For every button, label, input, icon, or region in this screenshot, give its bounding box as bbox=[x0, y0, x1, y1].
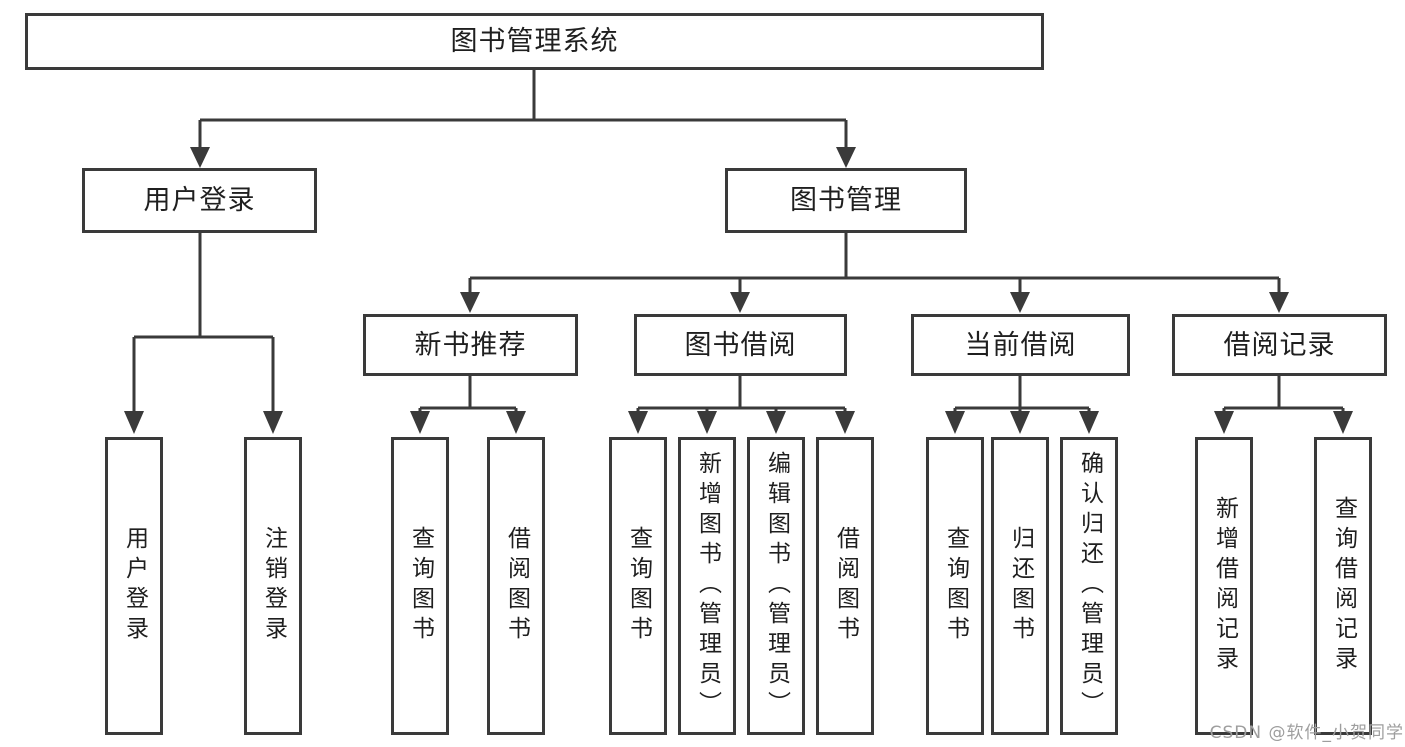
leaf-query-books-current: 查询图书 bbox=[926, 437, 984, 735]
node-label: 图书借阅 bbox=[684, 329, 797, 361]
leaf-edit-books-admin: 编辑图书（管理员） bbox=[747, 437, 805, 735]
leaf-query-borrow-record: 查询借阅记录 bbox=[1314, 437, 1372, 735]
node-library-management-system: 图书管理系统 bbox=[25, 13, 1044, 70]
leaf-label: 查询借阅记录 bbox=[1330, 496, 1357, 676]
node-label: 当前借阅 bbox=[964, 329, 1077, 361]
node-label: 图书管理 bbox=[790, 185, 902, 216]
node-user-login: 用户登录 bbox=[82, 168, 317, 233]
leaf-label: 借阅图书 bbox=[832, 526, 859, 646]
node-new-book-recommendation: 新书推荐 bbox=[363, 314, 578, 376]
node-book-management: 图书管理 bbox=[725, 168, 967, 233]
leaf-label: 编辑图书（管理员） bbox=[763, 451, 790, 721]
node-current-borrowing: 当前借阅 bbox=[911, 314, 1130, 376]
leaf-add-books-admin: 新增图书（管理员） bbox=[678, 437, 736, 735]
leaf-label: 查询图书 bbox=[625, 526, 652, 646]
csdn-watermark: CSDN @软件_小贺同学 bbox=[1209, 723, 1404, 743]
leaf-confirm-return-admin: 确认归还（管理员） bbox=[1060, 437, 1118, 735]
leaf-label: 确认归还（管理员） bbox=[1076, 451, 1103, 721]
leaf-label: 查询图书 bbox=[407, 526, 434, 646]
node-label: 用户登录 bbox=[143, 185, 256, 216]
leaf-borrow-books: 借阅图书 bbox=[816, 437, 874, 735]
leaf-label: 新增借阅记录 bbox=[1211, 496, 1238, 676]
node-label: 新书推荐 bbox=[414, 329, 527, 361]
leaf-return-books: 归还图书 bbox=[991, 437, 1049, 735]
connector-lines bbox=[132, 70, 1345, 412]
node-label: 图书管理系统 bbox=[450, 26, 619, 57]
leaf-label: 新增图书（管理员） bbox=[694, 451, 721, 721]
leaf-logout: 注销登录 bbox=[244, 437, 302, 735]
leaf-label: 注销登录 bbox=[260, 526, 287, 646]
leaf-borrow-books-recommend: 借阅图书 bbox=[487, 437, 545, 735]
leaf-query-books-borrowing: 查询图书 bbox=[609, 437, 667, 735]
node-borrowing-records: 借阅记录 bbox=[1172, 314, 1387, 376]
leaf-label: 归还图书 bbox=[1007, 526, 1034, 646]
node-book-borrowing: 图书借阅 bbox=[634, 314, 847, 376]
leaf-label: 用户登录 bbox=[121, 526, 148, 646]
leaf-user-login: 用户登录 bbox=[105, 437, 163, 735]
leaf-label: 借阅图书 bbox=[503, 526, 530, 646]
leaf-query-books-recommend: 查询图书 bbox=[391, 437, 449, 735]
node-label: 借阅记录 bbox=[1223, 329, 1336, 361]
leaf-add-borrow-record: 新增借阅记录 bbox=[1195, 437, 1253, 735]
leaf-label: 查询图书 bbox=[942, 526, 969, 646]
